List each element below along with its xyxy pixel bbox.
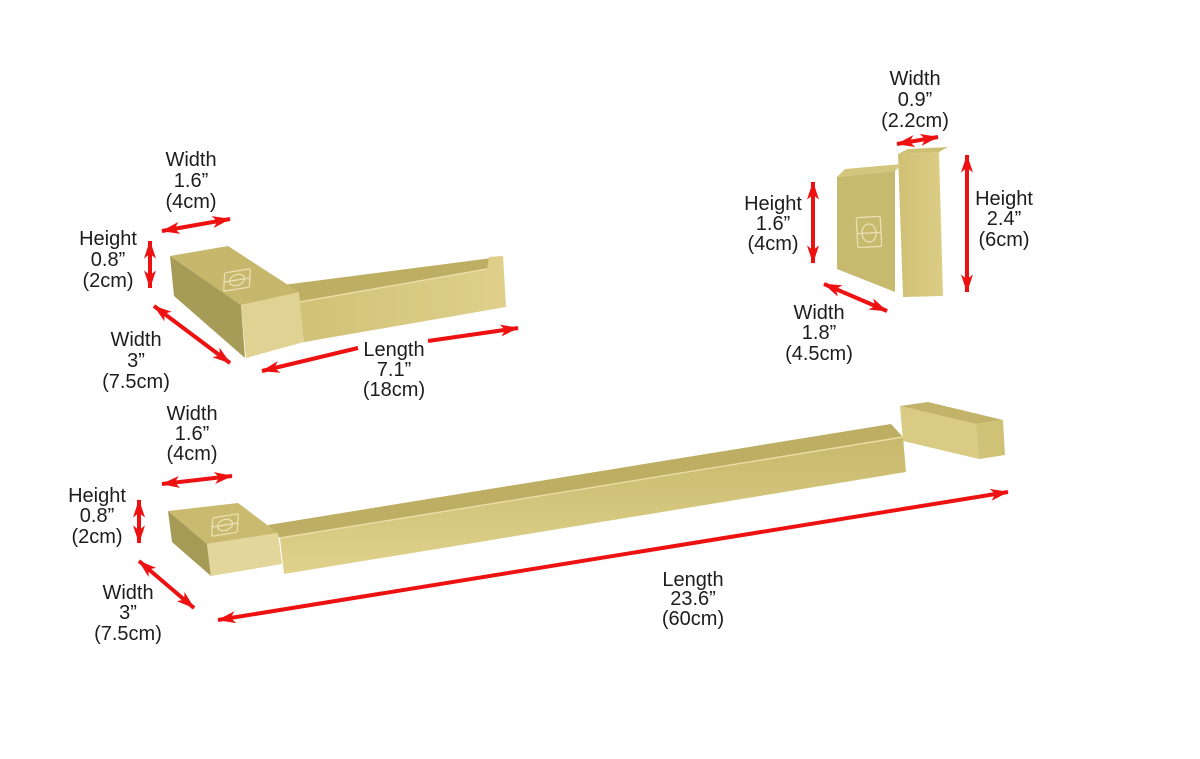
hook-base-front-face bbox=[837, 171, 895, 292]
dim-inches: 1.8” bbox=[802, 322, 836, 344]
toilet-paper-holder bbox=[170, 246, 506, 358]
dim-name: Width bbox=[165, 149, 216, 171]
dim-cm: (2.2cm) bbox=[881, 110, 949, 132]
dim-inches: 3” bbox=[119, 602, 137, 624]
hook-height-total-label: Height 2.4” (6cm) bbox=[975, 188, 1033, 251]
dim-cm: (60cm) bbox=[662, 608, 724, 630]
towelbar-length-label: Length 23.6” (60cm) bbox=[662, 569, 724, 630]
towelbar-block-side-face bbox=[168, 511, 211, 576]
holder-bar-top-face bbox=[243, 258, 492, 312]
dim-cm: (2cm) bbox=[71, 526, 122, 548]
holder-width-depth-label: Width 3” (7.5cm) bbox=[102, 329, 170, 393]
hook-width-base-label: Width 1.8” (4.5cm) bbox=[785, 302, 853, 365]
towelbar-width-depth-arrow bbox=[137, 559, 196, 610]
holder-block-front-face bbox=[241, 292, 304, 358]
dim-name: Height bbox=[744, 193, 802, 215]
dim-cm: (4cm) bbox=[166, 443, 217, 465]
dim-inches: 0.8” bbox=[80, 505, 114, 527]
dim-cm: (4cm) bbox=[747, 233, 798, 255]
dim-cm: (4cm) bbox=[165, 191, 216, 213]
dim-name: Length bbox=[363, 339, 424, 361]
dim-cm: (4.5cm) bbox=[785, 343, 853, 365]
dim-inches: 1.6” bbox=[174, 170, 208, 192]
dimension-arrows bbox=[133, 134, 1009, 624]
dim-name: Width bbox=[889, 68, 940, 90]
dim-inches: 1.6” bbox=[756, 213, 790, 235]
dim-inches: 3” bbox=[127, 350, 145, 372]
dim-inches: 2.4” bbox=[987, 208, 1021, 230]
hook-plate-front-face bbox=[898, 152, 943, 297]
dim-inches: 23.6” bbox=[670, 588, 716, 610]
towelbar-post-top-face bbox=[900, 402, 1003, 424]
dim-name: Width bbox=[793, 302, 844, 324]
dim-inches: 0.9” bbox=[898, 89, 932, 111]
holder-length-arrow-left-segment bbox=[261, 346, 359, 373]
hook-base-top-face bbox=[837, 164, 902, 177]
towelbar-width-depth-label: Width 3” (7.5cm) bbox=[94, 582, 162, 645]
holder-length-arrow-right-segment bbox=[427, 324, 519, 343]
dim-name: Width bbox=[102, 582, 153, 604]
dim-name: Width bbox=[110, 329, 161, 351]
dim-name: Height bbox=[975, 188, 1033, 210]
dim-name: Width bbox=[166, 403, 217, 425]
hook-width-top-arrow bbox=[896, 134, 939, 147]
dim-cm: (7.5cm) bbox=[94, 623, 162, 645]
holder-bar-front-face bbox=[243, 256, 506, 352]
hook-width-base-arrow bbox=[823, 282, 888, 313]
brand-logo-icon bbox=[855, 215, 883, 249]
hook-width-top-label: Width 0.9” (2.2cm) bbox=[881, 68, 949, 132]
dim-name: Length bbox=[662, 569, 723, 591]
holder-width-top-arrow bbox=[161, 216, 231, 234]
dim-inches: 0.8” bbox=[91, 249, 125, 271]
towelbar-post-right-face bbox=[976, 420, 1005, 459]
towelbar-height-label: Height 0.8” (2cm) bbox=[68, 485, 126, 548]
holder-height-label: Height 0.8” (2cm) bbox=[79, 228, 137, 292]
robe-hook bbox=[837, 147, 948, 297]
holder-width-depth-arrow bbox=[152, 304, 232, 365]
dim-cm: (18cm) bbox=[363, 379, 425, 401]
towelbar-width-top-arrow bbox=[161, 472, 233, 488]
hook-plate-top-face bbox=[898, 147, 948, 154]
holder-length-label: Length 7.1” (18cm) bbox=[363, 339, 425, 401]
holder-width-top-label: Width 1.6” (4cm) bbox=[165, 149, 216, 213]
dim-inches: 1.6” bbox=[175, 423, 209, 445]
towelbar-length-arrow bbox=[217, 488, 1009, 624]
dimension-labels: Width 1.6” (4cm) Height 0.8” (2cm) Width… bbox=[68, 68, 1033, 645]
dim-inches: 7.1” bbox=[377, 359, 411, 381]
towelbar-front-face bbox=[280, 437, 906, 574]
towel-bar bbox=[168, 402, 1005, 576]
dim-cm: (7.5cm) bbox=[102, 371, 170, 393]
brand-logo-icon bbox=[223, 268, 251, 292]
dim-cm: (6cm) bbox=[978, 229, 1029, 251]
towelbar-width-top-label: Width 1.6” (4cm) bbox=[166, 403, 217, 465]
hook-height-front-label: Height 1.6” (4cm) bbox=[744, 193, 802, 255]
dim-cm: (2cm) bbox=[82, 270, 133, 292]
dim-name: Height bbox=[79, 228, 137, 250]
towelbar-post-left-face bbox=[900, 406, 979, 459]
dim-name: Height bbox=[68, 485, 126, 507]
